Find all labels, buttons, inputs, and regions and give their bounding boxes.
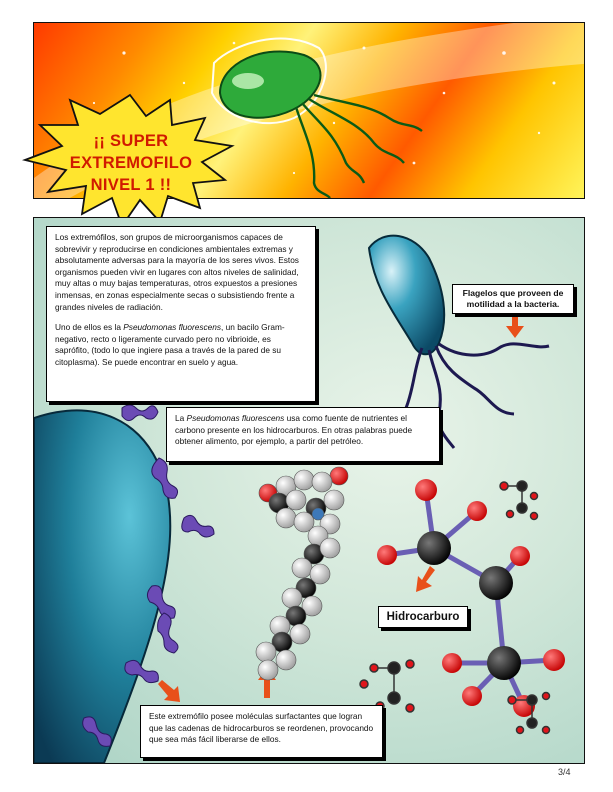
flagella-label: Flagelos que proveen de motilidad a la b…: [452, 284, 574, 314]
nutrient-start: La: [175, 413, 187, 423]
hydrocarbon-label: Hidrocarburo: [378, 606, 468, 628]
hydrocarbon-molecule: [386, 489, 555, 708]
intro-p2-end: , un bacilo Gram-negativo, recto o liger…: [55, 322, 285, 367]
small-molecule: [507, 691, 551, 735]
surfactant-text-box: Este extremófilo posee moléculas surfact…: [140, 705, 383, 758]
nutrient-text-box: La Pseudomonas fluorescens usa como fuen…: [166, 407, 440, 462]
intro-p2-start: Uno de ellos es la: [55, 322, 124, 333]
surfactant-molecules: [82, 404, 215, 747]
species-name: Pseudomonas fluorescens: [123, 322, 222, 333]
bacterium-glow: [210, 37, 327, 125]
intro-paragraph-1: Los extremófilos, son grupos de microorg…: [55, 232, 299, 312]
hydrocarbon-atoms: [377, 479, 565, 717]
scene-illustration: [34, 234, 565, 763]
surfactant-chain-model: [255, 466, 349, 681]
page-title: ¡¡ SUPER EXTREMOFILO NIVEL 1 !!: [36, 130, 226, 196]
nutrient-end: usa como fuente de nutrientes el carbono…: [175, 413, 413, 447]
intro-text-box: Los extremófilos, son grupos de microorg…: [46, 226, 316, 402]
title-line-1: ¡¡ SUPER EXTREMOFILO: [69, 132, 193, 172]
title-line-2: NIVEL 1 !!: [90, 176, 172, 194]
small-molecule: [499, 480, 539, 521]
page-number: 3/4: [558, 767, 571, 777]
species-name: Pseudomonas fluorescens: [186, 413, 285, 423]
intro-paragraph-2: Uno de ellos es la Pseudomonas fluoresce…: [55, 322, 307, 368]
energy-background-art: [34, 23, 584, 198]
bacterium-icon: [218, 50, 423, 198]
